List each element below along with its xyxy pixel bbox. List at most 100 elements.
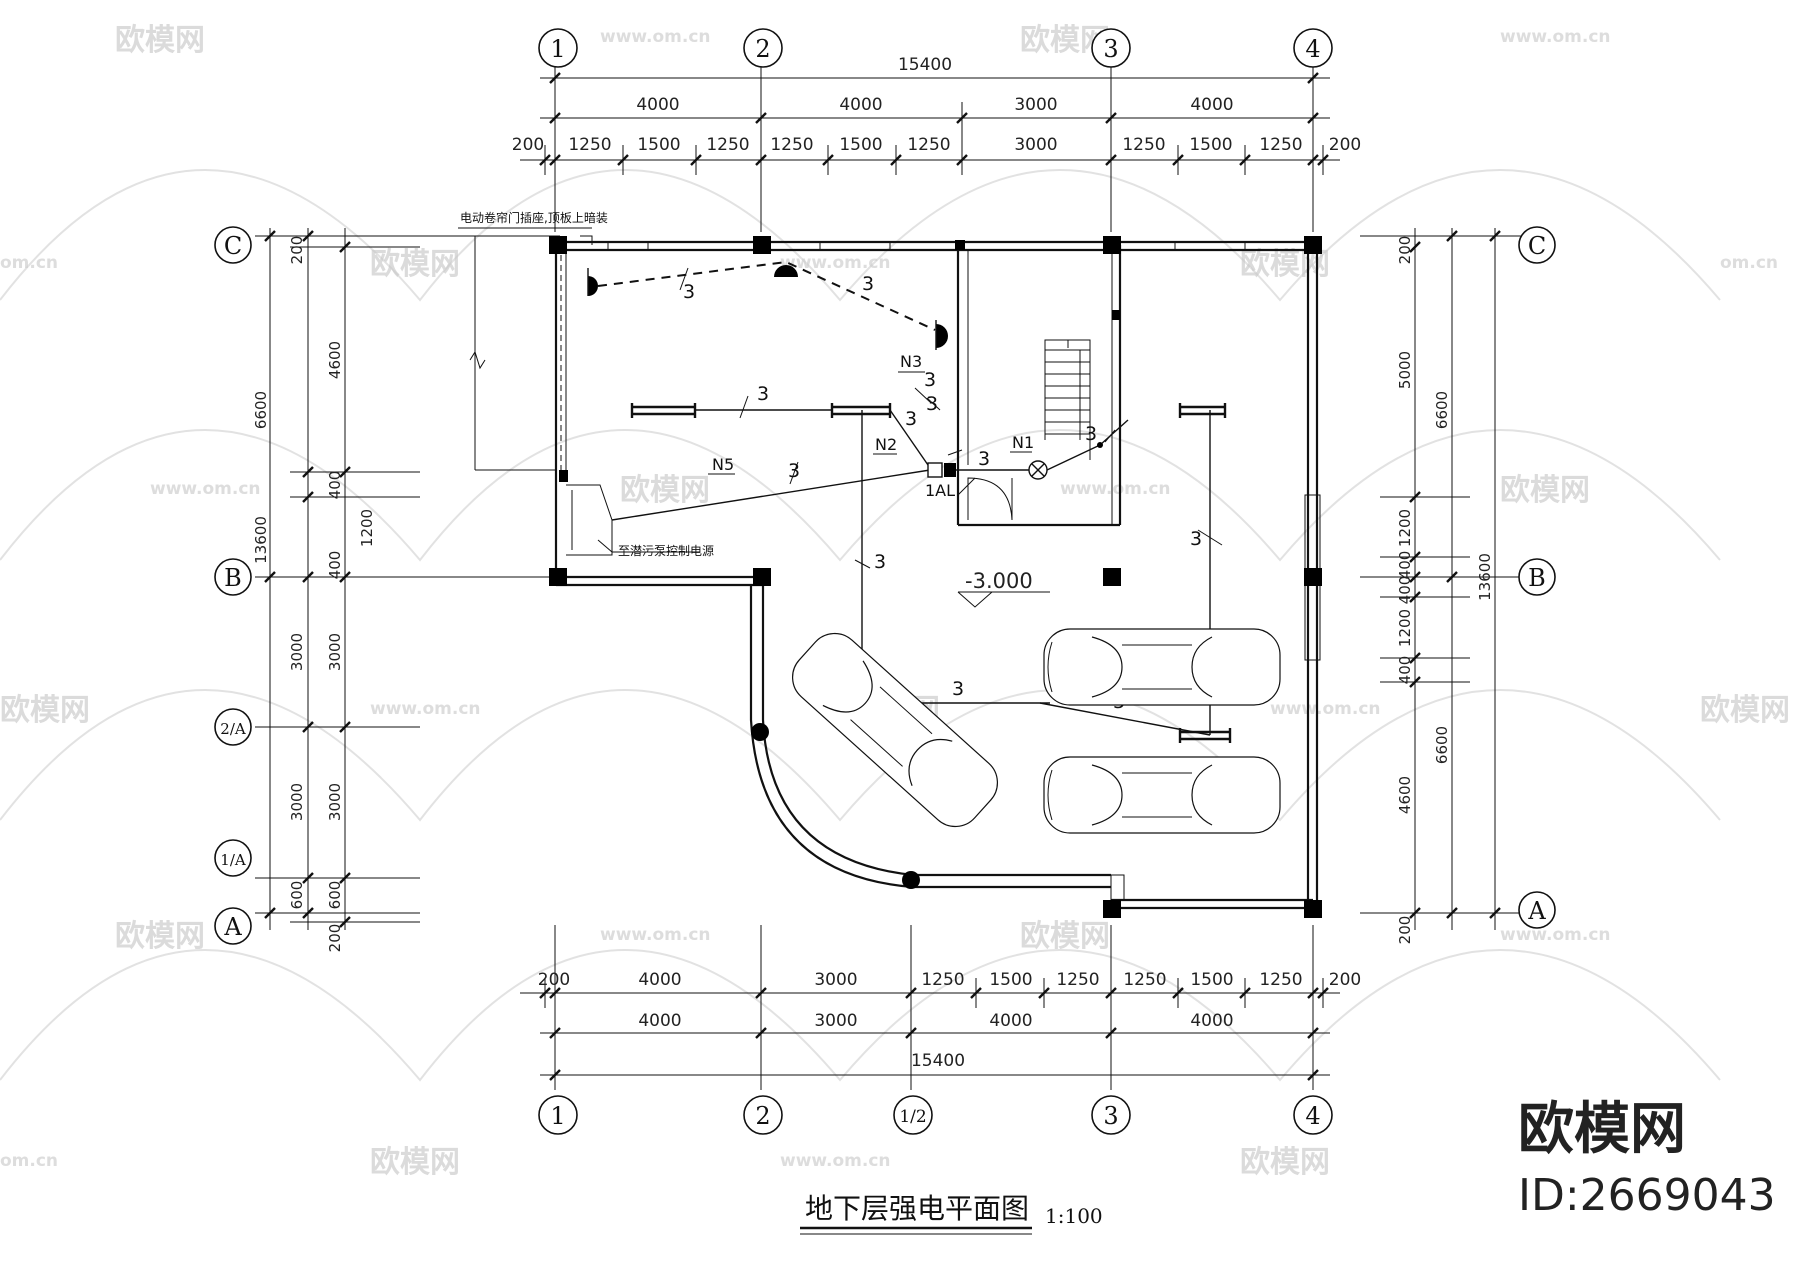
- axis-label: A: [1527, 897, 1546, 925]
- top-dimensions: 15400 4000 4000 3000 4000 200 1250 1500 …: [512, 55, 1361, 232]
- axis-label: A: [223, 913, 242, 941]
- socket-icon: [588, 276, 598, 296]
- elevation-label: -3.000: [965, 569, 1033, 593]
- dim-top-detail: 3000: [1014, 135, 1057, 155]
- axis-bubble: [538, 28, 578, 68]
- dim-right-inner: 5000: [1396, 351, 1414, 389]
- dim-left-inner: 200: [288, 236, 306, 265]
- dim-left-outer: 6600: [252, 391, 270, 429]
- dim-right-inner: 200: [1396, 236, 1414, 265]
- brand-logo-text: 欧模网: [1518, 1097, 1686, 1162]
- door-socket-note: 电动卷帘门插座,顶板上暗装: [460, 210, 608, 225]
- dim-bottom-detail: 200: [538, 970, 570, 990]
- axis-label: B: [224, 564, 242, 592]
- wire-count-label: 3: [924, 369, 936, 391]
- watermark-url: www.om.cn: [780, 253, 891, 273]
- watermark-brand: 欧模网: [1020, 919, 1110, 954]
- panel-label: 1AL: [925, 481, 955, 500]
- dim-bottom-mid: 4000: [1190, 1011, 1233, 1031]
- dim-top-detail: 1250: [706, 135, 749, 155]
- dim-right-inner: 400: [1396, 551, 1414, 580]
- circuit-label: N5: [712, 455, 734, 474]
- axis-label: B: [1528, 564, 1546, 592]
- axis-label: 3: [1103, 1102, 1118, 1130]
- dim-top-detail: 1500: [1189, 135, 1232, 155]
- dim-right-inner: 400: [1396, 656, 1414, 685]
- dim-top-detail: 200: [512, 135, 544, 155]
- pump-note: 至潜污泵控制电源: [618, 544, 714, 558]
- dim-right-inner: 200: [1396, 916, 1414, 945]
- dim-bottom-total: 15400: [911, 1051, 965, 1071]
- wire-count-label: 3: [905, 408, 917, 430]
- dim-top-detail: 1500: [839, 135, 882, 155]
- axis-label: 1/2: [899, 1107, 926, 1127]
- dim-top-detail: 1250: [907, 135, 950, 155]
- wire-count-label: 3: [788, 460, 800, 482]
- watermark-url: www.om.cn: [600, 925, 711, 945]
- dim-bottom-mid: 3000: [814, 1011, 857, 1031]
- watermark-brand: 欧模网: [115, 23, 205, 58]
- axis-bubble: [1293, 28, 1333, 68]
- axis-label: 2: [755, 1102, 770, 1130]
- wire-count-label: 3: [952, 678, 964, 700]
- axis-label: 2: [755, 35, 770, 63]
- parked-car: [1043, 756, 1281, 834]
- dim-top-detail: 1250: [1122, 135, 1165, 155]
- dim-bottom-detail: 1500: [989, 970, 1032, 990]
- axis-label: C: [1528, 232, 1546, 260]
- left-axis-bubbles: C B 2/A 1/A A: [214, 226, 252, 945]
- dim-left-outer: 13600: [252, 516, 270, 564]
- dim-top-mid: 4000: [636, 95, 679, 115]
- electrical-circuits: 3 3 3 3 3 3 3 3 3 3 3 3 3 N1 N2 N3 N5 1A…: [458, 210, 1232, 743]
- watermark-url: www.om.cn: [370, 699, 481, 719]
- parked-car: [792, 632, 998, 828]
- dim-top-mid: 3000: [1014, 95, 1057, 115]
- wire-count-label: 3: [862, 273, 874, 295]
- axis-label: 3: [1103, 35, 1118, 63]
- dim-right-mid: 6600: [1433, 391, 1451, 429]
- dim-top-detail: 200: [1329, 135, 1361, 155]
- watermark-url: om.cn: [0, 1151, 58, 1171]
- watermark-brand: 欧模网: [620, 473, 710, 508]
- dim-left-mid: 200: [326, 924, 344, 953]
- left-dimensions: 6600 13600 4600 400 400 3000 3000 600 20…: [252, 228, 560, 952]
- socket-icon: [936, 324, 948, 348]
- dim-left-inner: 3000: [288, 783, 306, 821]
- wire-count-label: 3: [874, 551, 886, 573]
- dim-right-inner: 400: [1396, 576, 1414, 605]
- axis-bubble: [743, 28, 783, 68]
- parked-car: [1043, 628, 1281, 706]
- axis-label: 1/A: [220, 851, 246, 869]
- dim-top-total: 15400: [898, 55, 952, 75]
- axis-bubble: [1091, 28, 1131, 68]
- watermark-url: www.om.cn: [1270, 699, 1381, 719]
- axis-label: 1: [550, 35, 565, 63]
- wire-count-label: 3: [757, 383, 769, 405]
- dim-left-mid: 400: [326, 551, 344, 580]
- watermarks: 欧模网 www.om.cn 欧模网 www.om.cn om.cn 欧模网 ww…: [0, 23, 1790, 1180]
- watermark-url: www.om.cn: [780, 1151, 891, 1171]
- watermark-brand: 欧模网: [370, 1145, 460, 1180]
- circuit-label: N2: [875, 435, 897, 454]
- wire-count-label: 3: [1190, 528, 1202, 550]
- model-id: ID:2669043: [1518, 1170, 1776, 1221]
- watermark-brand: 欧模网: [0, 693, 90, 728]
- dim-left-inner: 3000: [288, 633, 306, 671]
- watermark-brand: 欧模网: [1700, 693, 1790, 728]
- drawing-title: 地下层强电平面图: [805, 1192, 1029, 1225]
- dim-bottom-mid: 4000: [989, 1011, 1032, 1031]
- dim-right-inner: 1200: [1396, 509, 1414, 547]
- dim-top-detail: 1250: [770, 135, 813, 155]
- dim-top-detail: 1250: [1259, 135, 1302, 155]
- dim-bottom-detail: 200: [1329, 970, 1361, 990]
- drawing-scale: 1:100: [1045, 1204, 1103, 1228]
- wire-count-label: 3: [926, 393, 938, 415]
- dim-top-mid: 4000: [1190, 95, 1233, 115]
- bottom-dimensions: 200 4000 3000 1250 1500 1250 1250 1500 1…: [520, 925, 1361, 1090]
- watermark-url: www.om.cn: [1060, 479, 1171, 499]
- top-axis-bubbles: 1 2 3 4: [538, 28, 1333, 68]
- axis-label: 1: [550, 1102, 565, 1130]
- dim-left-inner: 1200: [358, 509, 376, 547]
- watermark-url: om.cn: [1720, 253, 1778, 273]
